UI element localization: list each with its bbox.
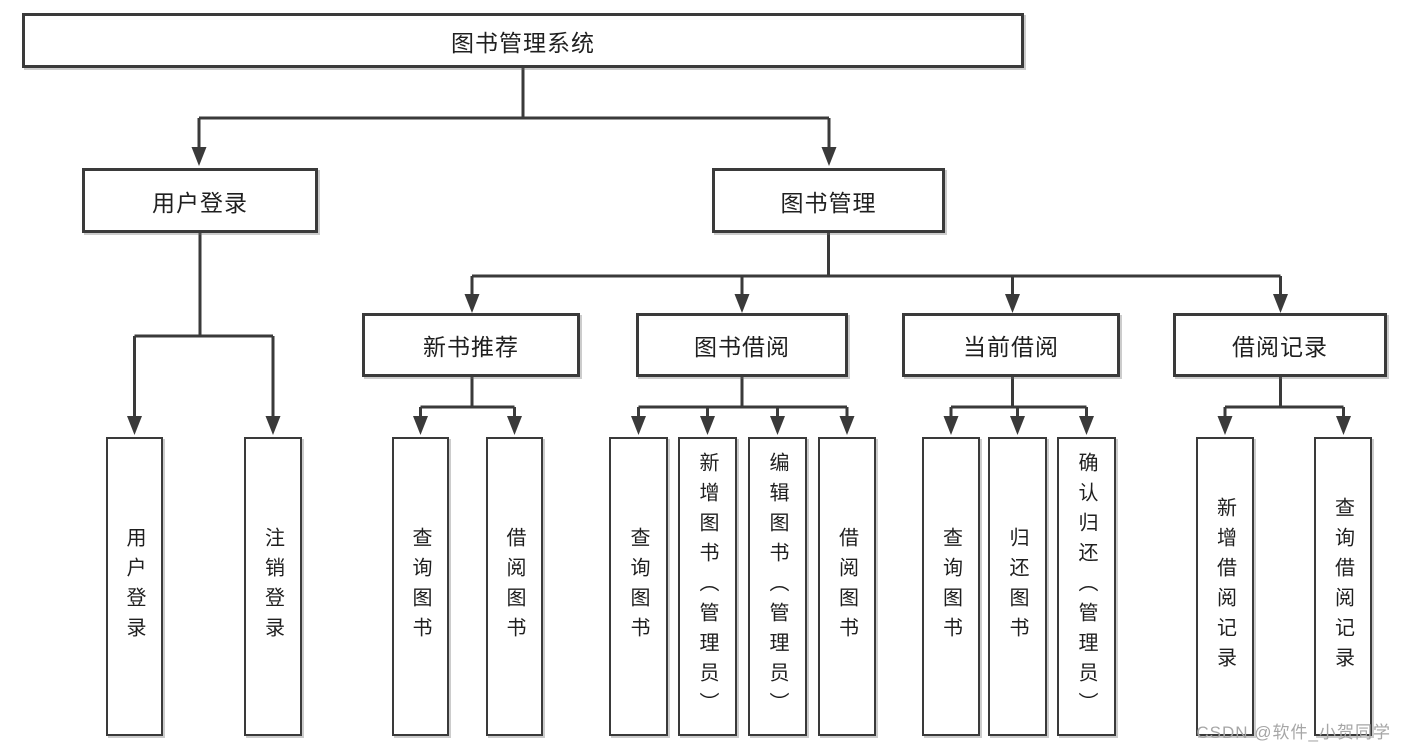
leaf-recommend-borrow-books: 借阅图书 [486,437,543,736]
leaf-confirm-return-admin-label: 确认归还（管理员） [1075,451,1097,722]
leaf-recommend-borrow-books-label: 借阅图书 [503,526,525,647]
leaf-confirm-return-admin: 确认归还（管理员） [1057,437,1116,736]
leaf-borrow-books-label: 借阅图书 [835,526,858,647]
connector-book-mgmt [470,233,1282,296]
leaf-borrow-query-books: 查询图书 [609,437,668,736]
node-current-borrowing: 当前借阅 [902,313,1120,377]
leaf-current-query-books-label: 查询图书 [939,526,962,647]
leaf-borrow-query-books-label: 查询图书 [627,526,649,647]
leaf-query-borrow-record: 查询借阅记录 [1314,437,1372,736]
node-library-system-label: 图书管理系统 [451,29,595,56]
leaf-return-books: 归还图书 [988,437,1047,736]
leaf-add-books-admin: 新增图书（管理员） [678,437,737,736]
node-current-borrowing-label: 当前借阅 [963,334,1059,360]
node-library-system: 图书管理系统 [22,13,1024,68]
connector-root [197,68,831,148]
leaf-user-login-label: 用户登录 [123,526,145,647]
node-new-book-recommend-label: 新书推荐 [423,334,519,360]
leaf-edit-books-admin: 编辑图书（管理员） [748,437,807,736]
connector-new-books [419,376,516,418]
leaf-add-books-admin-label: 新增图书（管理员） [696,451,718,722]
connector-user-login [133,233,275,418]
leaf-add-borrow-record: 新增借阅记录 [1196,437,1254,736]
leaf-logout-label: 注销登录 [261,526,284,647]
leaf-return-books-label: 归还图书 [1006,526,1028,647]
connector-borrow-records [1223,377,1345,418]
leaf-recommend-query-books-label: 查询图书 [409,526,431,647]
node-book-management-label: 图书管理 [780,189,877,216]
leaf-recommend-query-books: 查询图书 [392,437,449,736]
leaf-query-borrow-record-label: 查询借阅记录 [1331,496,1354,677]
leaf-current-query-books: 查询图书 [922,437,980,736]
node-book-management: 图书管理 [712,168,945,233]
leaf-add-borrow-record-label: 新增借阅记录 [1213,496,1236,677]
arrowheads [127,147,1351,435]
node-borrowing-records-label: 借阅记录 [1232,334,1328,360]
node-book-borrowing-label: 图书借阅 [694,334,790,360]
leaf-edit-books-admin-label: 编辑图书（管理员） [766,451,788,722]
node-user-login: 用户登录 [82,168,318,233]
node-user-login-label: 用户登录 [152,189,248,216]
connector-current-borrow [949,377,1088,418]
leaf-user-login: 用户登录 [106,437,163,736]
csdn-watermark: CSDN @软件_小贺同学 [1196,723,1391,742]
leaf-logout: 注销登录 [244,437,302,736]
node-new-book-recommend: 新书推荐 [362,313,580,377]
node-borrowing-records: 借阅记录 [1173,313,1387,377]
connector-book-borrow [637,376,849,418]
node-book-borrowing: 图书借阅 [636,313,848,377]
leaf-borrow-books: 借阅图书 [818,437,876,736]
